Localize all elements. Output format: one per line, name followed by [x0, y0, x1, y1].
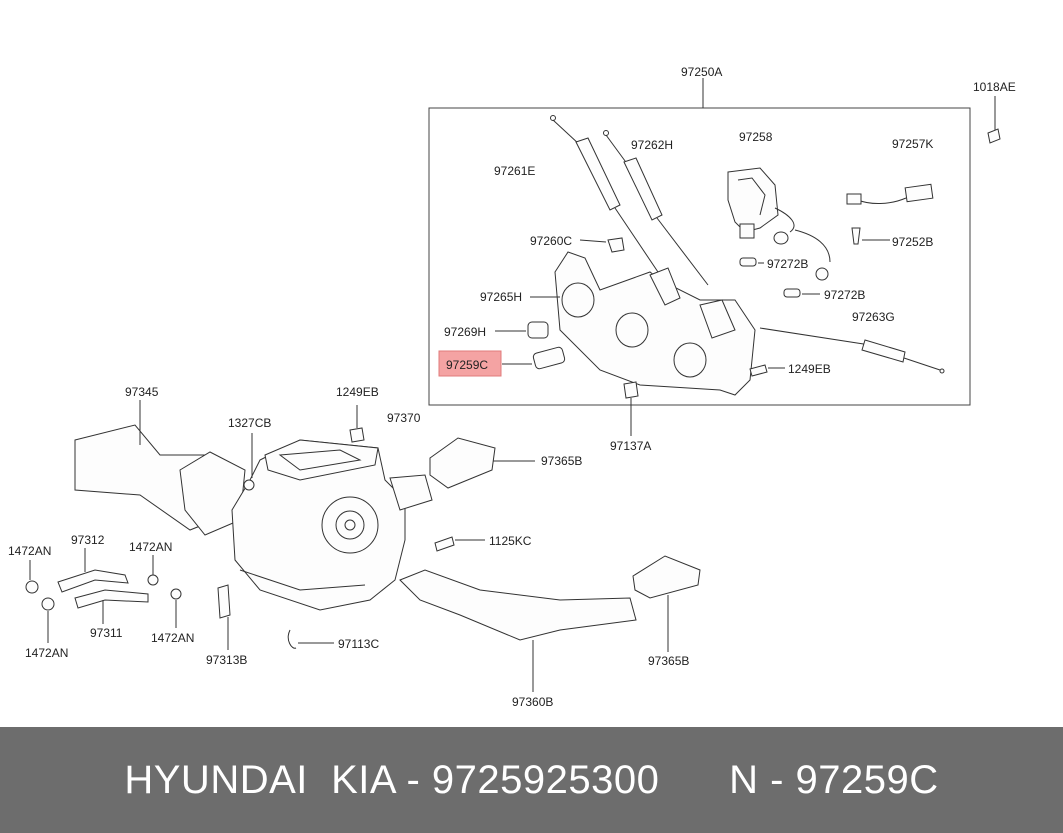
label-97272B-2[interactable]: 97272B	[824, 288, 865, 302]
nut-1327CB	[243, 433, 255, 491]
label-97250A[interactable]: 97250A	[681, 65, 722, 79]
label-97261E[interactable]: 97261E	[494, 164, 535, 178]
label-97258[interactable]: 97258	[739, 130, 773, 144]
knob-97259C	[502, 346, 566, 370]
label-1249EB-lower[interactable]: 1249EB	[336, 385, 379, 399]
label-97269H[interactable]: 97269H	[444, 325, 486, 339]
clamp-1472AN-4	[170, 588, 182, 628]
hose-97312	[57, 548, 129, 593]
highlight-97259C	[438, 350, 502, 377]
label-97257K[interactable]: 97257K	[892, 137, 933, 151]
label-97272B-1[interactable]: 97272B	[767, 257, 808, 271]
bulb-97272B-1	[739, 257, 764, 267]
bracket-97313B	[217, 584, 231, 650]
label-1472AN-4[interactable]: 1472AN	[25, 646, 68, 660]
clamp-1472AN-2	[41, 597, 55, 643]
label-1472AN-1[interactable]: 1472AN	[8, 544, 51, 558]
bulb-97272B-2	[783, 288, 820, 298]
clip-97260C	[579, 237, 625, 253]
label-97365B-upper[interactable]: 97365B	[541, 454, 582, 468]
adapter-97365B-upper	[429, 437, 535, 489]
clamp-1472AN-3	[147, 555, 159, 586]
label-1472AN-3[interactable]: 1472AN	[151, 631, 194, 645]
knob-97269H	[495, 321, 549, 339]
cable-97263G	[759, 327, 945, 374]
duct-97360B	[399, 569, 637, 692]
label-97259C[interactable]: 97259C	[446, 358, 488, 372]
control-panel-97265H	[530, 251, 756, 396]
footer-brand-part-number: HYUNDAI KIA - 9725925300	[124, 757, 660, 802]
screw-1249EB-upper	[749, 364, 785, 377]
label-97260C[interactable]: 97260C	[530, 234, 572, 248]
clamp-1472AN-1	[25, 560, 39, 594]
label-97312[interactable]: 97312	[71, 533, 105, 547]
label-97360B[interactable]: 97360B	[512, 695, 553, 709]
actuator-97258	[727, 167, 831, 281]
label-97262H[interactable]: 97262H	[631, 138, 673, 152]
label-97365B-lower[interactable]: 97365B	[648, 654, 689, 668]
label-1472AN-2[interactable]: 1472AN	[129, 540, 172, 554]
footer-gap	[659, 758, 729, 803]
adapter-97365B-lower	[632, 555, 701, 652]
clip-97137A	[623, 381, 639, 436]
heater-unit	[231, 439, 433, 611]
hose-97311	[74, 589, 149, 624]
duct-97345	[74, 400, 246, 536]
label-97313B[interactable]: 97313B	[206, 653, 247, 667]
parts-diagram: 97250A 1018AE 97258 97257K 97261E 97262H…	[8, 65, 1016, 709]
label-97263G[interactable]: 97263G	[852, 310, 895, 324]
bolt-1018AE	[987, 96, 1001, 144]
assembly-frame	[428, 107, 971, 406]
footer-banner: HYUNDAI KIA - 9725925300 N - 97259C	[0, 727, 1063, 833]
label-97113C[interactable]: 97113C	[338, 637, 379, 651]
label-97370[interactable]: 97370	[387, 411, 421, 425]
label-97137A[interactable]: 97137A	[610, 439, 651, 453]
label-1018AE[interactable]: 1018AE	[973, 80, 1016, 94]
footer-ref-code: N - 97259C	[729, 757, 939, 802]
clip-97113C	[287, 629, 334, 649]
wire-97257K	[846, 183, 934, 205]
label-1249EB-upper[interactable]: 1249EB	[788, 362, 831, 376]
label-97311[interactable]: 97311	[90, 626, 123, 640]
label-97252B[interactable]: 97252B	[892, 235, 933, 249]
cable-97262H	[603, 130, 709, 286]
label-1125KC[interactable]: 1125KC	[489, 534, 532, 548]
label-97345[interactable]: 97345	[125, 385, 159, 399]
label-97265H[interactable]: 97265H	[480, 290, 522, 304]
bolt-1249EB-lower	[349, 405, 365, 443]
screw-1125KC	[434, 536, 485, 552]
cable-97261E	[550, 115, 661, 276]
screw-97252B	[851, 227, 890, 245]
label-1327CB[interactable]: 1327CB	[228, 416, 271, 430]
